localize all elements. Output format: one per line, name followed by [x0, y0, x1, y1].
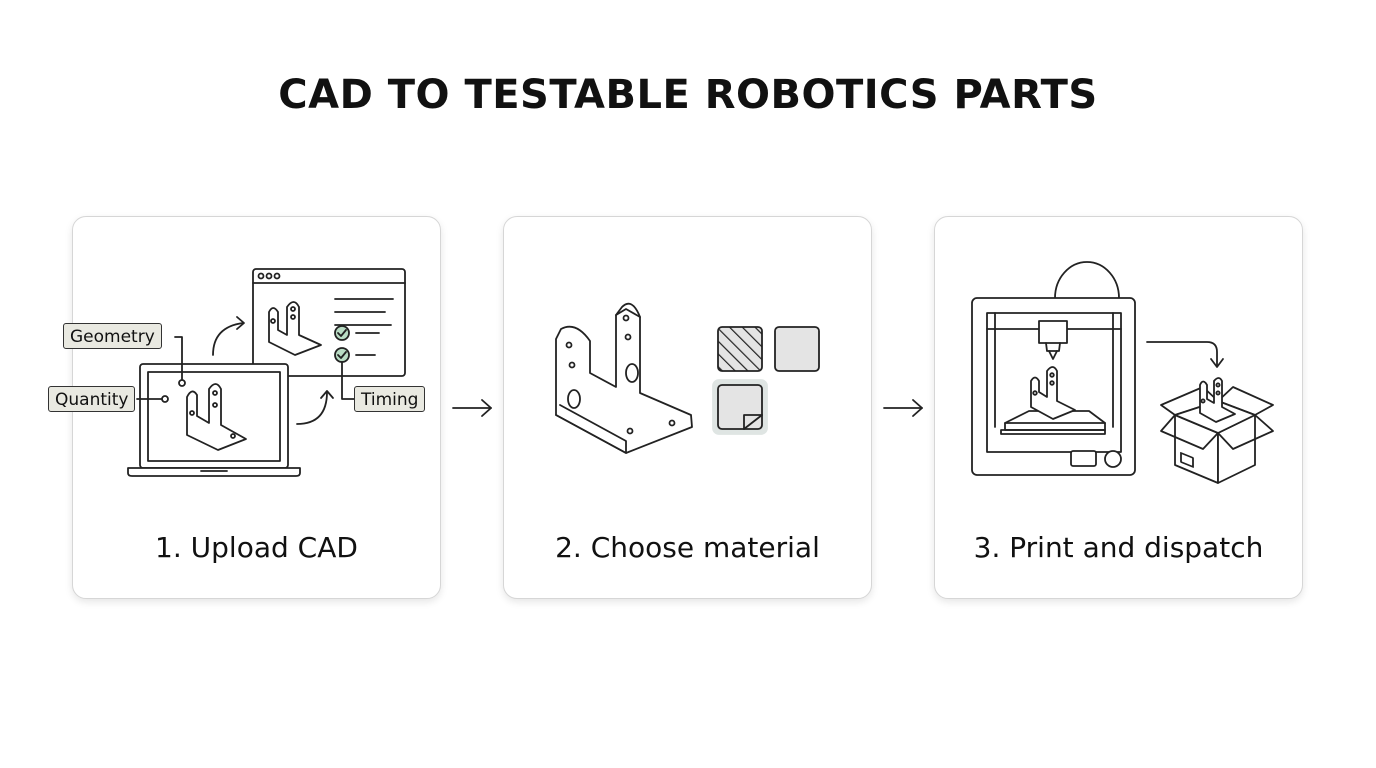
- hatched-material-swatch: [717, 326, 763, 372]
- connector-dot: [178, 379, 186, 387]
- step-label: 3. Print and dispatch: [973, 531, 1264, 564]
- geometry-tag: Geometry: [63, 323, 162, 349]
- bracket-part-icon: [268, 301, 322, 356]
- dispatch-arrow-icon: [1146, 341, 1224, 368]
- shipping-box-icon: [1160, 377, 1274, 484]
- timing-tag: Timing: [354, 386, 426, 412]
- connector-line: [174, 336, 183, 382]
- bracket-part-icon: [555, 302, 693, 454]
- upload-cad-illustration: [127, 268, 406, 477]
- bracket-part-icon: [186, 383, 247, 451]
- connector-line: [341, 361, 355, 400]
- flow-arrow-icon: [883, 399, 923, 417]
- curved-arrow-icon: [296, 390, 334, 425]
- page-title: CAD TO TESTABLE ROBOTICS PARTS: [278, 72, 1098, 118]
- connector-dot: [161, 395, 169, 403]
- step-card-choose-material: 2. Choose material: [503, 216, 872, 599]
- selected-material-swatch: [712, 379, 768, 435]
- flow-arrow-icon: [452, 399, 492, 417]
- choose-material-illustration: [555, 302, 820, 454]
- step-label: 2. Choose material: [555, 531, 820, 564]
- step-card-print-dispatch: 3. Print and dispatch: [934, 216, 1303, 599]
- check-icon: [334, 325, 380, 341]
- quantity-tag: Quantity: [48, 386, 136, 412]
- solid-material-swatch: [774, 326, 820, 372]
- step-card-upload-cad: Geometry Quantity Timing 1. Upload CAD: [48, 216, 441, 599]
- step-label: 1. Upload CAD: [155, 531, 358, 564]
- print-dispatch-illustration: [971, 261, 1274, 484]
- 3d-printer-icon: [971, 261, 1136, 476]
- curved-arrow-icon: [212, 316, 245, 356]
